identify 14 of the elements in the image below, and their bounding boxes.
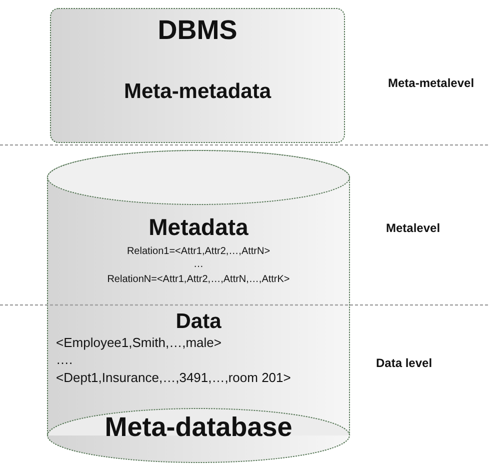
heading: DBMS (156, 16, 238, 46)
heading: Data (174, 310, 222, 334)
text-line: <Dept1,Insurance,…,3491,…,room 201> (56, 371, 291, 386)
heading: Metadata (148, 215, 250, 240)
level-label: Meta-metalevel (388, 76, 474, 90)
text-line: Relation1=<Attr1,Attr2,…,AttrN> (126, 246, 272, 257)
text-line: …. (56, 353, 73, 368)
text-line: <Employee1,Smith,…,male> (56, 336, 222, 350)
text-line: … (192, 259, 204, 270)
text-line: RelationN=<Attr1,Attr2,…,AttrN,…,AttrK> (106, 274, 291, 285)
heading: Meta-metadata (122, 80, 272, 104)
level-label: Metalevel (386, 221, 440, 235)
level-label: Data level (376, 356, 432, 370)
heading: Meta-database (104, 413, 294, 443)
